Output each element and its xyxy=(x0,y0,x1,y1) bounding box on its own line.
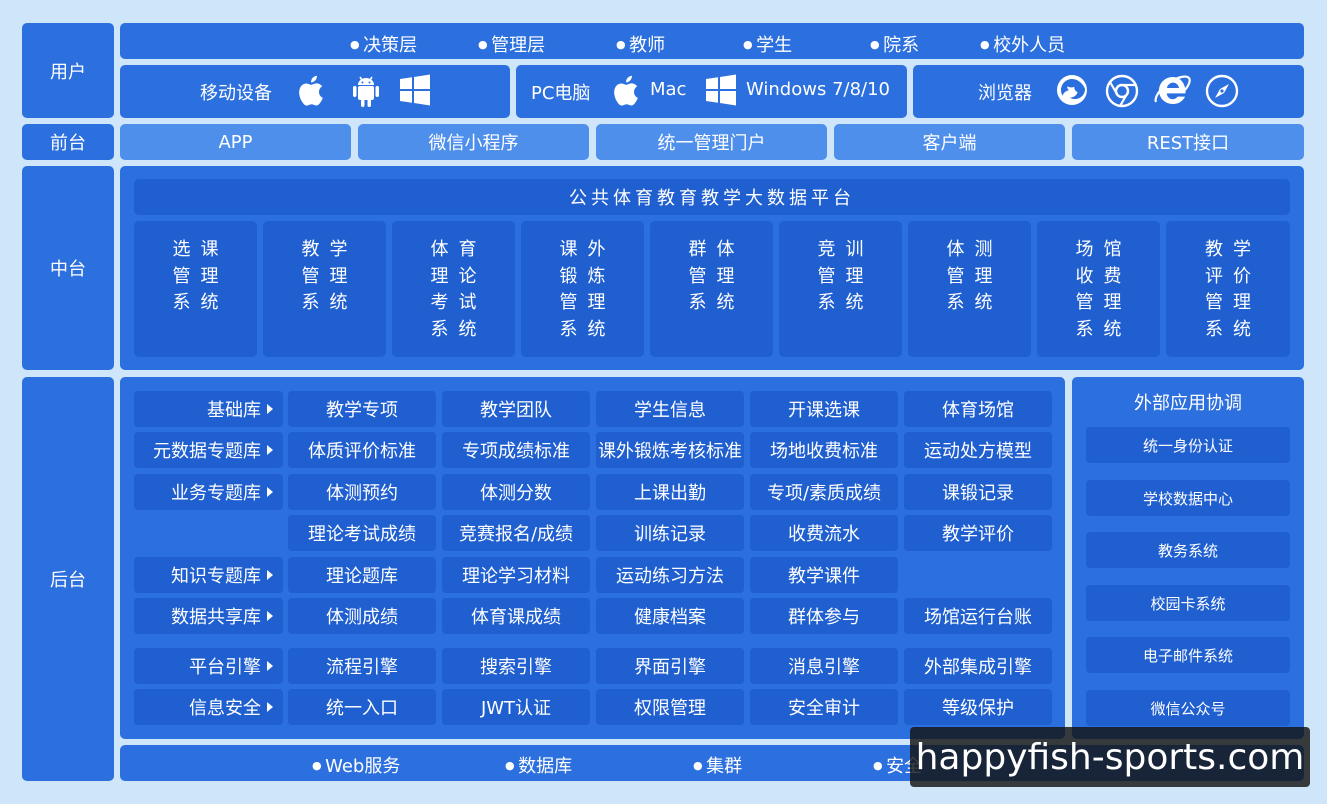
safari-icon xyxy=(1205,74,1239,108)
system-fitness-test: 体测管理系统 xyxy=(908,221,1031,357)
system-venue-fees: 场馆收费管理系统 xyxy=(1037,221,1160,357)
cell-course-selection: 开课选课 xyxy=(750,391,898,427)
user-management: 管理层 xyxy=(478,31,545,57)
library-platform-engine: 平台引擎 xyxy=(134,648,283,684)
cell-physique-standard: 体质评价标准 xyxy=(288,432,436,468)
cell-group-participation: 群体参与 xyxy=(750,598,898,634)
cell-search-engine: 搜索引擎 xyxy=(442,648,590,684)
library-info-security: 信息安全 xyxy=(134,689,283,725)
system-teaching-evaluation: 教学评价管理系统 xyxy=(1166,221,1290,357)
cell-competition-signup: 竞赛报名/成绩 xyxy=(442,515,590,551)
cell-training-record: 训练记录 xyxy=(596,515,744,551)
external-campus-card: 校园卡系统 xyxy=(1086,585,1290,621)
user-decision: 决策层 xyxy=(350,31,417,57)
user-teacher: 教师 xyxy=(616,31,665,57)
library-metadata: 元数据专题库 xyxy=(134,432,283,468)
external-data-center: 学校数据中心 xyxy=(1086,480,1290,516)
cell-fitness-test-booking: 体测预约 xyxy=(288,474,436,510)
external-email-system: 电子邮件系统 xyxy=(1086,637,1290,673)
cell-health-records: 健康档案 xyxy=(596,598,744,634)
browser-panel xyxy=(913,65,1304,118)
cell-theory-exam-score: 理论考试成绩 xyxy=(288,515,436,551)
android-icon xyxy=(353,76,379,107)
library-data-sharing: 数据共享库 xyxy=(134,598,283,634)
cell-specialty-quality-score: 专项/素质成绩 xyxy=(750,474,898,510)
cell-student-info: 学生信息 xyxy=(596,391,744,427)
user-department: 院系 xyxy=(870,31,919,57)
layer-middle-label: 中台 xyxy=(22,166,114,370)
infra-database: 数据库 xyxy=(505,752,572,778)
cell-exercise-assessment-standard: 课外锻炼考核标准 xyxy=(596,432,744,468)
frontend-app: APP xyxy=(120,124,351,160)
cell-ui-engine: 界面引擎 xyxy=(596,648,744,684)
ie-icon xyxy=(1154,75,1191,104)
system-competition-training: 竞训管理系统 xyxy=(779,221,902,357)
watermark: happyfish-sports.com xyxy=(910,727,1310,787)
external-academic-system: 教务系统 xyxy=(1086,532,1290,568)
cell-class-attendance: 上课出勤 xyxy=(596,474,744,510)
cell-security-audit: 安全审计 xyxy=(750,689,898,725)
cell-workflow-engine: 流程引擎 xyxy=(288,648,436,684)
frontend-portal: 统一管理门户 xyxy=(596,124,827,160)
users-bar xyxy=(120,23,1304,59)
users-list: 决策层 管理层 教师 学生 院系 校外人员 xyxy=(120,23,1304,59)
cell-fitness-test-results: 体测成绩 xyxy=(288,598,436,634)
system-teaching-management: 教学管理系统 xyxy=(263,221,386,357)
cell-message-engine: 消息引擎 xyxy=(750,648,898,684)
infra-cluster: 集群 xyxy=(693,752,742,778)
firefox-icon xyxy=(1057,75,1087,105)
platform-title: 公共体育教育教学大数据平台 xyxy=(134,179,1290,215)
apple-icon xyxy=(614,75,638,106)
chrome-icon xyxy=(1105,74,1139,108)
cell-theory-question-bank: 理论题库 xyxy=(288,557,436,593)
cell-teaching-specialty: 教学专项 xyxy=(288,391,436,427)
apple-icon xyxy=(299,75,323,106)
system-course-selection: 选课管理系统 xyxy=(134,221,257,357)
system-theory-exam: 体育理论考试系统 xyxy=(392,221,515,357)
layer-user-label: 用户 xyxy=(22,23,114,118)
cell-exercise-methods: 运动练习方法 xyxy=(596,557,744,593)
cell-teaching-team: 教学团队 xyxy=(442,391,590,427)
cell-venue-ledger: 场馆运行台账 xyxy=(904,598,1052,634)
cell-unified-entry: 统一入口 xyxy=(288,689,436,725)
cell-sports-venue: 体育场馆 xyxy=(904,391,1052,427)
system-extracurricular-exercise: 课外锻炼管理系统 xyxy=(521,221,644,357)
mac-label: Mac xyxy=(650,79,687,100)
pc-label: PC电脑 xyxy=(531,83,591,104)
user-external: 校外人员 xyxy=(980,31,1065,57)
windows-icon xyxy=(706,74,736,106)
windows-label: Windows 7/8/10 xyxy=(746,79,891,100)
user-student: 学生 xyxy=(743,31,792,57)
layer-frontend-label: 前台 xyxy=(22,124,114,160)
windows-icon xyxy=(400,74,430,106)
cell-theory-materials: 理论学习材料 xyxy=(442,557,590,593)
cell-pe-class-score: 体育课成绩 xyxy=(442,598,590,634)
cell-exercise-record: 课锻记录 xyxy=(904,474,1052,510)
external-title: 外部应用协调 xyxy=(1134,393,1242,414)
browser-label: 浏览器 xyxy=(978,83,1032,104)
cell-permission-management: 权限管理 xyxy=(596,689,744,725)
library-business: 业务专题库 xyxy=(134,474,283,510)
layer-backend-label: 后台 xyxy=(22,377,114,781)
cell-exercise-prescription-model: 运动处方模型 xyxy=(904,432,1052,468)
cell-venue-fee-standard: 场地收费标准 xyxy=(750,432,898,468)
cell-fee-transactions: 收费流水 xyxy=(750,515,898,551)
frontend-rest-api: REST接口 xyxy=(1072,124,1304,160)
cell-fitness-test-score: 体测分数 xyxy=(442,474,590,510)
frontend-client: 客户端 xyxy=(834,124,1065,160)
cell-integration-engine: 外部集成引擎 xyxy=(904,648,1052,684)
external-unified-auth: 统一身份认证 xyxy=(1086,427,1290,463)
cell-teaching-evaluation: 教学评价 xyxy=(904,515,1052,551)
system-group-activity: 群体管理系统 xyxy=(650,221,773,357)
library-knowledge: 知识专题库 xyxy=(134,557,283,593)
cell-specialty-score-standard: 专项成绩标准 xyxy=(442,432,590,468)
library-base: 基础库 xyxy=(134,391,283,427)
mobile-devices-label: 移动设备 xyxy=(200,83,272,104)
frontend-wechat-miniprogram: 微信小程序 xyxy=(358,124,589,160)
cell-courseware: 教学课件 xyxy=(750,557,898,593)
external-wechat-official: 微信公众号 xyxy=(1086,690,1290,726)
cell-jwt-auth: JWT认证 xyxy=(442,689,590,725)
cell-classified-protection: 等级保护 xyxy=(904,689,1052,725)
infra-web: Web服务 xyxy=(312,752,400,778)
